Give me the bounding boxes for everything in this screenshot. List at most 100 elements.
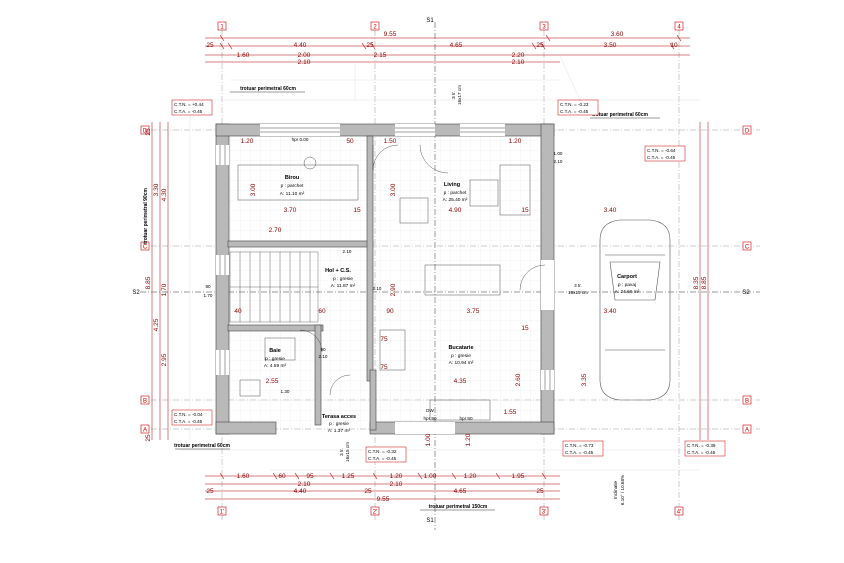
stair-note-bottom-2: 16x15 cm (345, 442, 350, 462)
level-bmid-ctn: C.T.N. = -0.32 (368, 449, 397, 454)
dim-buc-4: 3.35 (581, 373, 588, 386)
dim-bot-r1-2: 60 (278, 473, 286, 480)
level-box-bl: C.T.N. = -0.04 C.T.A. = -0.45 (171, 409, 213, 426)
openings (216, 124, 554, 434)
level-bl-ctn: C.T.N. = -0.04 (174, 412, 203, 417)
dim-baie-5: 75 (380, 336, 388, 343)
dim-birou-5: 3.70 (284, 207, 297, 214)
dim-bot-r1-7: 1.20 (464, 473, 477, 480)
dim-top-r4-1: 2.10 (298, 59, 311, 66)
furniture (237, 156, 531, 421)
dim-birou-6: 15 (353, 207, 361, 214)
dim-hol-4: 3.75 (467, 308, 480, 315)
dim-birou-2: 50 (346, 138, 354, 145)
axis-label-right-b: B (745, 399, 749, 405)
sidewalk-label-top-left: trotuar perimetral 60cm (240, 86, 296, 92)
dim-top-r2-1: 25 (206, 42, 214, 49)
section-s2-left: S2 (132, 290, 140, 296)
dim-left-3: 4.30 (161, 188, 168, 201)
axis-label-top-3: 3 (542, 25, 546, 31)
section-s1-top: S1 (426, 18, 434, 24)
car-outline (599, 219, 671, 401)
dim-living-3: 3.00 (390, 183, 397, 196)
dim-left-6: 4.25 (153, 318, 160, 331)
stair-note-bottom-1: 3 tr. (339, 448, 344, 456)
dim-top-r2-4: 4.65 (450, 42, 463, 49)
dim-baie-2: 2.10 (319, 354, 328, 359)
axis-label-left-c: C (143, 245, 148, 251)
dim-left-4: 8.85 (145, 276, 152, 289)
dim-left-1: 25 (145, 128, 152, 136)
dim-buc-dw: DW (426, 408, 434, 413)
room-baie-floor: p : gresie (265, 356, 285, 362)
dim-hol-5: 90 (386, 308, 394, 315)
dim-hol-2: 2.10 (373, 286, 382, 291)
level-tr-cta: C.T.A. = -0.45 (560, 109, 589, 114)
dim-living-1: 1.50 (384, 138, 397, 145)
stair-note-top-1: 3 tr. (451, 91, 456, 99)
stair-note-right-1: 3 tr. (574, 283, 582, 288)
sidewalk-label-bottom: trotuar perimetral 150cm (429, 504, 488, 510)
room-birou-name: Birou (285, 175, 299, 181)
dim-baie-3: 2.55 (266, 378, 279, 385)
dim-hol-7: 40 (234, 308, 242, 315)
section-s2-right: S2 (742, 290, 750, 296)
floor-tiles (225, 125, 550, 430)
dim-buc-2: 2.60 (515, 373, 522, 386)
room-carport-name: Carport (617, 274, 637, 280)
dim-bot-r1-4: 1.25 (342, 473, 355, 480)
level-bfar-ctn: C.T.N. = -0.39 (687, 443, 716, 448)
axis-label-bottom-1: 1' (220, 510, 224, 516)
dim-left-5: 1.70 (161, 283, 168, 296)
section-s1-bottom: S1 (426, 518, 434, 524)
dim-left-7: 2.95 (161, 353, 168, 366)
dim-living-7: 2.10 (554, 159, 563, 164)
dim-top-r4-2: 2.10 (512, 59, 525, 66)
room-birou-area: A: 11.10 m² (280, 191, 305, 197)
sidewalk-label-top-right: trotuar perimetral 60cm (592, 112, 648, 118)
axis-label-left-d: D (143, 129, 148, 135)
dim-living-2: 1.20 (509, 138, 522, 145)
room-terasa-floor: p : gresie (329, 421, 349, 427)
level-bfar-cta: C.T.A. = -0.45 (687, 450, 716, 455)
axis-label-top-4: 4 (677, 25, 681, 31)
dim-top-r2-5: 25 (536, 42, 544, 49)
slope-label: Inclinatie (613, 480, 618, 499)
dim-buc-9: 1.20 (465, 433, 472, 446)
level-bmid-cta: C.T.A. = -0.45 (368, 456, 397, 461)
dim-buc-10: 1.00 (425, 433, 432, 446)
level-carport-cta: C.T.A. = -0.45 (647, 155, 676, 160)
level-box-bmid: C.T.N. = -0.32 C.T.A. = -0.45 (365, 446, 407, 463)
dim-top-r2-3: 25 (366, 42, 374, 49)
room-terasa-area: A: 1.37 m² (328, 428, 351, 434)
dim-bot-r1-8: 1.95 (512, 473, 525, 480)
dim-bot-r1-5: 1.20 (390, 473, 403, 480)
dim-bot-r4-1: 9.55 (377, 496, 390, 503)
dim-living-6: 1.00 (554, 151, 563, 156)
sidewalk-label-bottom-left: trotuar perimetral 60cm (174, 443, 230, 449)
dim-left-8: 25 (145, 434, 152, 442)
level-box-tl: C.T.N. = +0.44 C.T.A. = -0.45 (171, 99, 213, 116)
room-hol-floor: p : gresie (333, 276, 353, 282)
level-box-bright: C.T.N. = -0.73 C.T.A. = -0.45 (562, 440, 604, 457)
dim-top-r3-1: 1.60 (237, 52, 250, 59)
dim-hol-3: 2.90 (390, 283, 397, 296)
level-tl-cta: C.T.A. = -0.45 (174, 109, 203, 114)
room-terasa-name: Terasa acces (322, 414, 356, 420)
paving-grid (180, 55, 700, 471)
dim-buc-3: 1.55 (504, 409, 517, 416)
level-box-bfar: C.T.N. = -0.39 C.T.A. = -0.45 (684, 440, 726, 457)
dim-baie-6: 75 (380, 364, 388, 371)
dim-bot-r2-1: 2.10 (298, 481, 311, 488)
level-tr-ctn: C.T.N. = -0.23 (560, 102, 589, 107)
level-box-carport: C.T.N. = -0.64 C.T.A. = -0.45 (644, 145, 686, 162)
dim-buc-hpr2: hpr 90 (459, 416, 472, 421)
level-bright-cta: C.T.A. = -0.45 (565, 450, 594, 455)
dim-right-1: 8.85 (701, 276, 708, 289)
dim-living-8: 3.40 (604, 207, 617, 214)
dim-baie-1: 90 (320, 347, 326, 352)
dim-top-carport: 3.60 (611, 31, 624, 38)
doors (299, 144, 546, 396)
room-living-floor: p : parchet (444, 190, 467, 196)
axis-label-top-1: 1 (220, 25, 224, 31)
